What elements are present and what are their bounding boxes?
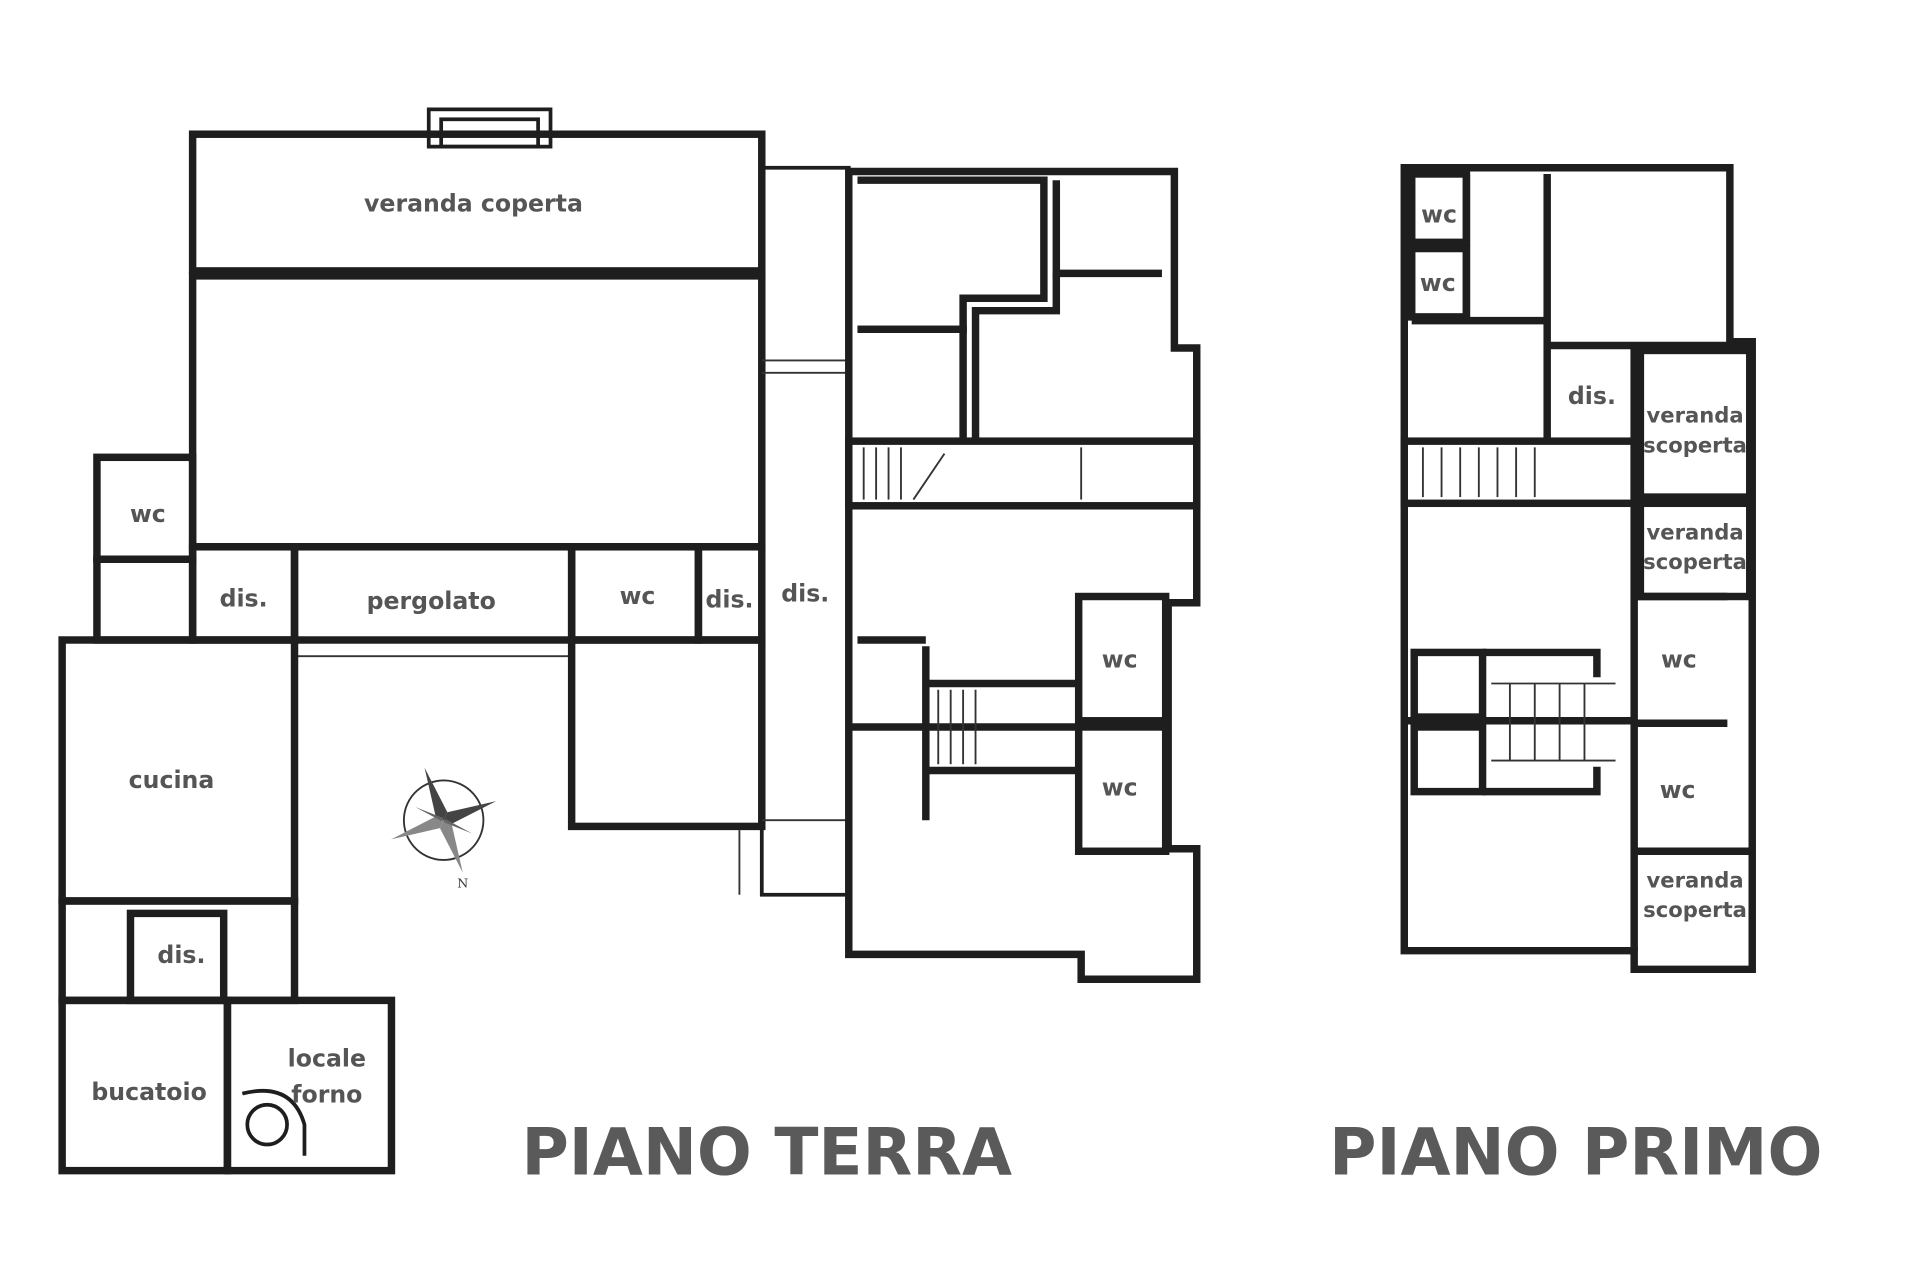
room-label: pergolato [367, 587, 496, 615]
piano-terra-title: PIANO TERRA [521, 1115, 1012, 1190]
room-label: scoperta [1643, 897, 1747, 922]
room-label: scoperta [1643, 432, 1747, 457]
room-label: wc [1102, 773, 1138, 801]
room-label: dis. [220, 584, 268, 612]
room-label: veranda [1647, 867, 1744, 892]
room-label: dis. [781, 579, 829, 607]
piano-primo-plan [1400, 164, 1756, 974]
room-label: dis. [705, 586, 753, 614]
room-label: wc [1420, 269, 1456, 297]
compass-north-label: N [457, 875, 468, 890]
room-label: veranda [1647, 403, 1744, 428]
room-label: wc [1660, 776, 1696, 804]
room-label: cucina [129, 766, 215, 794]
stairs-primo-1 [1400, 437, 1638, 508]
room-label: dis. [1568, 382, 1616, 410]
corridor [759, 165, 851, 897]
compass-rose-icon [391, 767, 497, 873]
room-label: veranda coperta [364, 189, 583, 217]
locale-forno-room [223, 996, 396, 1175]
room-label: scoperta [1643, 549, 1747, 574]
room-label: wc [130, 500, 166, 528]
wc-right-2-room [1074, 723, 1170, 855]
stairs-terra-1 [845, 437, 1201, 510]
main-room [188, 272, 766, 551]
wc-right-1-room [1074, 592, 1170, 725]
piano-primo-title: PIANO PRIMO [1329, 1115, 1822, 1190]
room-label: locale [288, 1044, 366, 1072]
room-label: wc [1102, 645, 1138, 673]
piano-terra-plan [58, 107, 1201, 1175]
room-label: wc [1661, 645, 1697, 673]
primo-outline [1400, 164, 1756, 974]
room-label: dis. [157, 941, 205, 969]
room-label: wc [1421, 200, 1457, 228]
room-label: veranda [1647, 519, 1744, 544]
room-label: wc [620, 582, 656, 610]
right-block [845, 167, 1201, 983]
room-label: bucatoio [91, 1078, 206, 1106]
room-label: forno [291, 1080, 362, 1108]
